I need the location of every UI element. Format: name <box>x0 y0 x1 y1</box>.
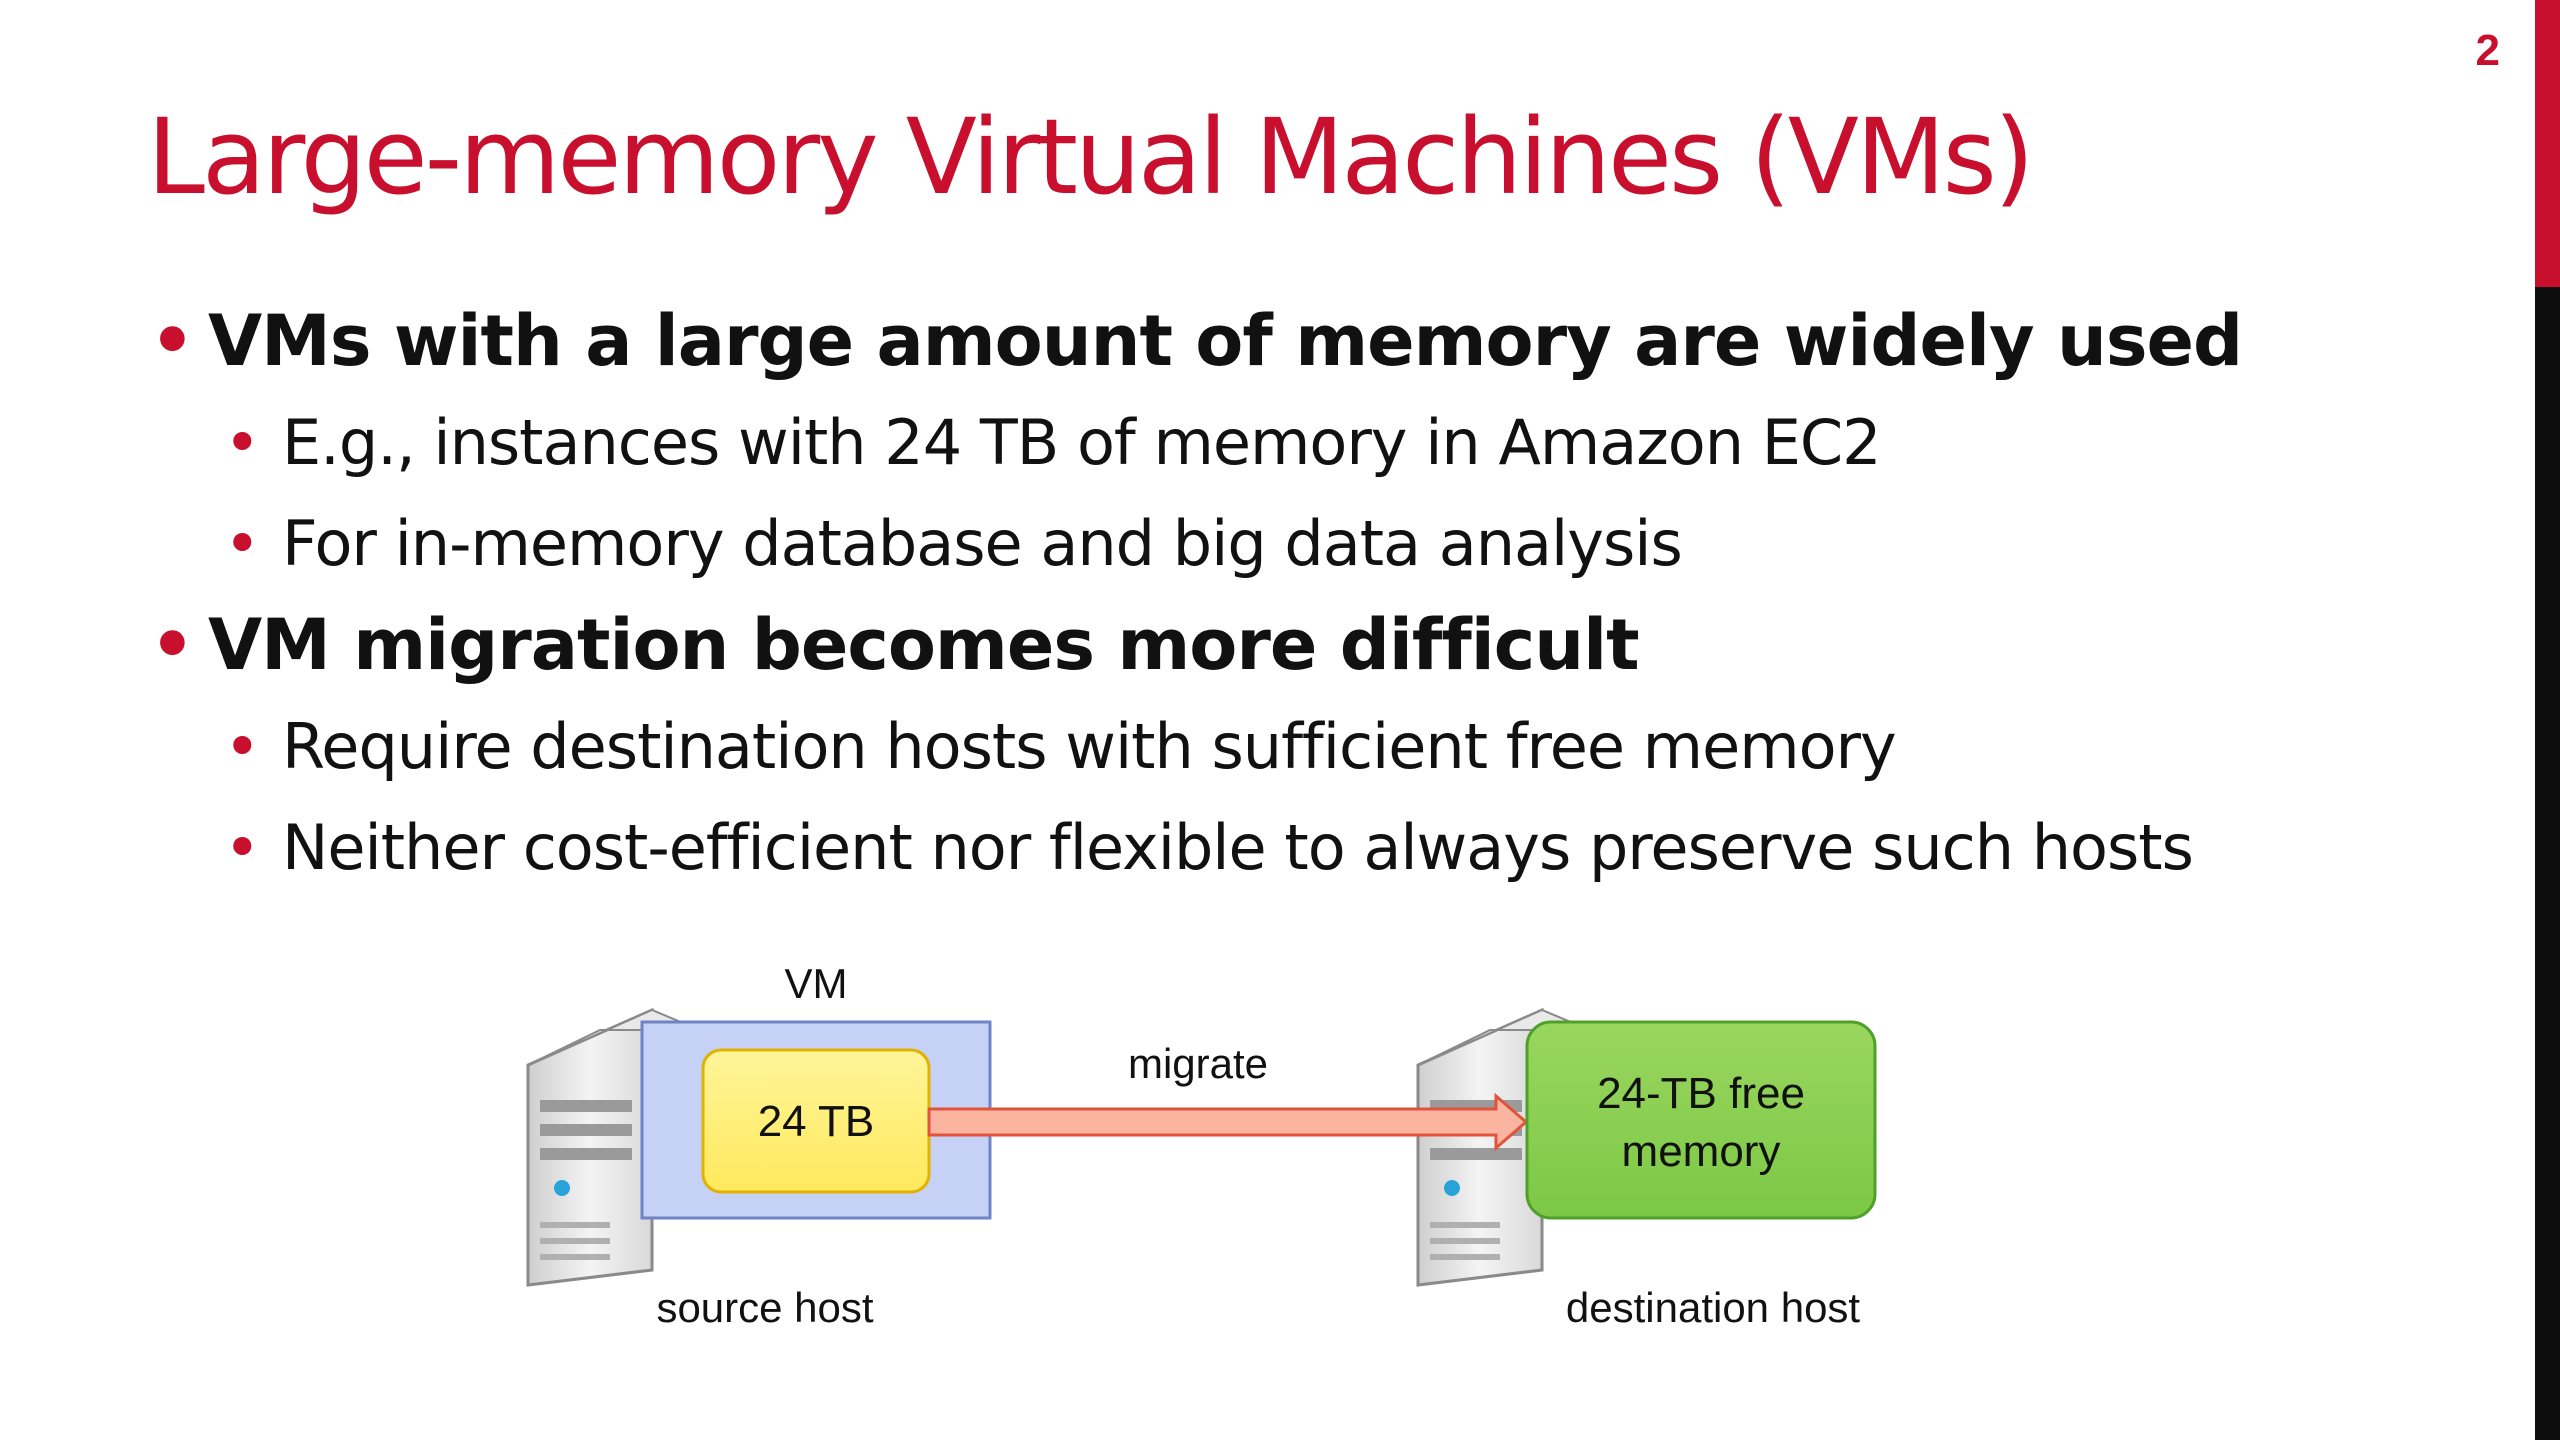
bullet-text: E.g., instances with 24 TB of memory in … <box>282 406 1882 479</box>
source-host-label: source host <box>656 1284 873 1331</box>
vm-memory-label: 24 TB <box>758 1097 875 1146</box>
bullet-text: For in-memory database and big data anal… <box>282 507 1683 580</box>
arrow-label: migrate <box>1128 1040 1268 1087</box>
bullet-dot-icon: • <box>224 507 261 580</box>
bullet-text: VM migration becomes more difficult <box>208 604 1640 686</box>
bullet-list: • VMs with a large amount of memory are … <box>150 290 2470 898</box>
bullet-text: Neither cost-efficient nor flexible to a… <box>282 811 2194 884</box>
sub-bullet-item: • For in-memory database and big data an… <box>150 493 2470 594</box>
bullet-item: • VM migration becomes more difficult <box>150 594 2470 696</box>
bullet-text: Require destination hosts with sufficien… <box>282 710 1897 783</box>
migrate-arrow-icon <box>927 1092 1529 1152</box>
bullet-dot-icon: • <box>224 406 261 479</box>
free-memory-block <box>1525 1020 1877 1220</box>
bullet-dot-icon: • <box>150 300 195 382</box>
bullet-dot-icon: • <box>224 811 261 884</box>
sub-bullet-item: • E.g., instances with 24 TB of memory i… <box>150 392 2470 493</box>
bullet-item: • VMs with a large amount of memory are … <box>150 290 2470 392</box>
free-memory-label-line1: 24-TB free <box>1597 1069 1805 1118</box>
bullet-dot-icon: • <box>224 710 261 783</box>
bullet-dot-icon: • <box>150 604 195 686</box>
slide-title: Large-memory Virtual Machines (VMs) <box>147 96 2034 218</box>
sub-bullet-item: • Neither cost-efficient nor flexible to… <box>150 797 2470 898</box>
vm-label: VM <box>785 960 848 1007</box>
page-number: 2 <box>2475 26 2500 75</box>
free-memory-label-line2: memory <box>1622 1127 1781 1176</box>
bullet-text: VMs with a large amount of memory are wi… <box>208 300 2243 382</box>
edge-accent-red <box>2535 0 2560 287</box>
edge-accent-dark <box>2535 287 2560 1440</box>
sub-bullet-item: • Require destination hosts with suffici… <box>150 696 2470 797</box>
destination-host-label: destination host <box>1566 1284 1861 1331</box>
